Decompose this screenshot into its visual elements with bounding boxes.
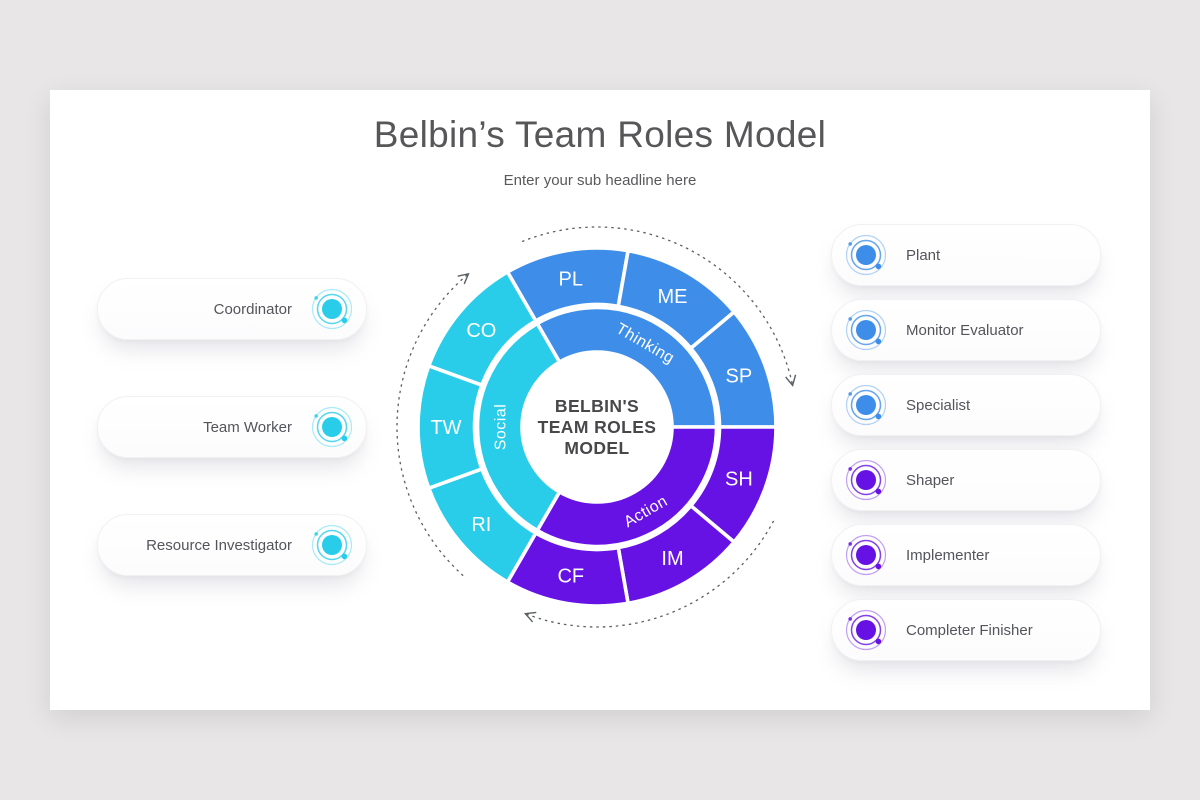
role-pill: Shaper — [831, 449, 1101, 511]
wheel-segment-CO — [426, 269, 539, 388]
segment-label-IM: IM — [661, 548, 683, 570]
right-roles-column: Plant Monitor Evaluator Specialist — [831, 224, 1101, 674]
left-roles-column: Coordinator Team Worker Resource Investi — [97, 278, 367, 632]
role-label: Team Worker — [203, 418, 292, 436]
role-pill: Specialist — [831, 374, 1101, 436]
orbit-icon — [844, 533, 888, 577]
segment-label-RI: RI — [471, 514, 491, 536]
role-label: Coordinator — [213, 300, 292, 318]
flow-arrow-head — [523, 611, 537, 623]
role-pill: Coordinator — [97, 278, 367, 340]
orbit-icon — [844, 308, 888, 352]
role-pill: Implementer — [831, 524, 1101, 586]
role-label: Completer Finisher — [906, 621, 1033, 639]
wheel-group-thinking — [534, 305, 719, 429]
segment-label-SP: SP — [726, 365, 753, 387]
orbit-icon — [844, 233, 888, 277]
orbit-icon — [844, 608, 888, 652]
role-pill: Monitor Evaluator — [831, 299, 1101, 361]
page-subtitle: Enter your sub headline here — [503, 172, 697, 189]
slide: Belbin’s Team Roles Model Enter your sub… — [50, 90, 1150, 710]
segment-label-PL: PL — [559, 268, 583, 290]
flow-arrow-head — [785, 374, 797, 387]
role-label: Specialist — [906, 396, 971, 414]
orbit-icon — [844, 383, 888, 427]
segment-label-TW: TW — [430, 417, 461, 439]
orbit-icon — [844, 458, 888, 502]
role-pill: Completer Finisher — [831, 599, 1101, 661]
orbit-icon — [310, 523, 354, 567]
role-label: Implementer — [906, 546, 990, 564]
orbit-icon — [310, 287, 354, 331]
role-pill: Plant — [831, 224, 1101, 286]
role-pill: Resource Investigator — [97, 514, 367, 576]
flow-arc — [396, 273, 469, 577]
segment-label-ME: ME — [658, 286, 688, 308]
group-label-social: Social — [493, 404, 510, 451]
flow-arc — [525, 520, 775, 628]
role-label: Resource Investigator — [146, 536, 292, 554]
segment-label-CO: CO — [466, 320, 496, 342]
role-pill: Team Worker — [97, 396, 367, 458]
flow-arrow-head — [457, 272, 470, 285]
page-title: Belbin’s Team Roles Model — [373, 114, 827, 155]
role-label: Plant — [906, 246, 941, 264]
segment-label-SH: SH — [725, 469, 753, 491]
wheel-group-action — [534, 425, 719, 549]
orbit-icon — [310, 405, 354, 449]
segment-label-CF: CF — [557, 566, 584, 588]
wheel-group-social — [475, 321, 562, 533]
role-label: Shaper — [906, 471, 955, 489]
role-label: Monitor Evaluator — [906, 321, 1024, 339]
